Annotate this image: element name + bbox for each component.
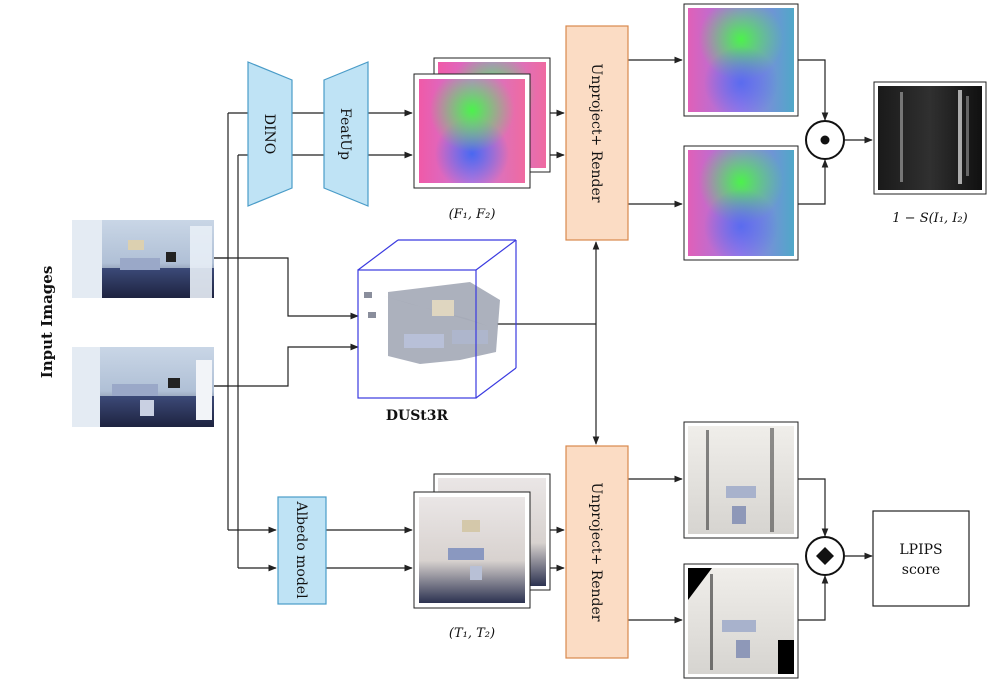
feature-render-2 [683, 145, 799, 261]
input-images-label: Input Images [38, 266, 56, 379]
texture-caption: (T₁, T₂) [449, 626, 495, 641]
lpips-score-box: LPIPS score [872, 510, 970, 607]
dust3r-label: DUSt3R [386, 408, 449, 424]
circle-diamond-icon [805, 536, 845, 576]
albedo-render-1 [683, 421, 799, 539]
unproject-render-top: Unproject+ Render [565, 25, 629, 241]
score-label: score [902, 562, 940, 578]
circle-dot-icon [805, 120, 845, 160]
featup-block: FeatUp [323, 61, 369, 207]
unproject-render-bottom: Unproject+ Render [565, 445, 629, 659]
feature-caption: (F₁, F₂) [449, 207, 496, 222]
unproject-bottom-label: Unproject+ Render [588, 483, 604, 622]
dino-block: DINO [247, 61, 293, 207]
albedo-label: Albedo model [293, 500, 309, 599]
lpips-label: LPIPS [899, 542, 942, 558]
input-image-2 [72, 347, 214, 427]
feature-render-1 [683, 3, 799, 117]
albedo-model-block: Albedo model [277, 496, 327, 605]
input-image-1 [72, 220, 214, 298]
albedo-render-2 [683, 563, 799, 679]
similarity-caption: 1 − S(I₁, I₂) [892, 211, 967, 226]
dino-label: DINO [261, 114, 277, 154]
texture-stack [413, 473, 551, 609]
dust3r-cube [357, 239, 517, 399]
featup-label: FeatUp [337, 108, 353, 160]
similarity-map [873, 81, 987, 195]
unproject-top-label: Unproject+ Render [588, 64, 604, 203]
feature-map-stack [413, 57, 551, 189]
